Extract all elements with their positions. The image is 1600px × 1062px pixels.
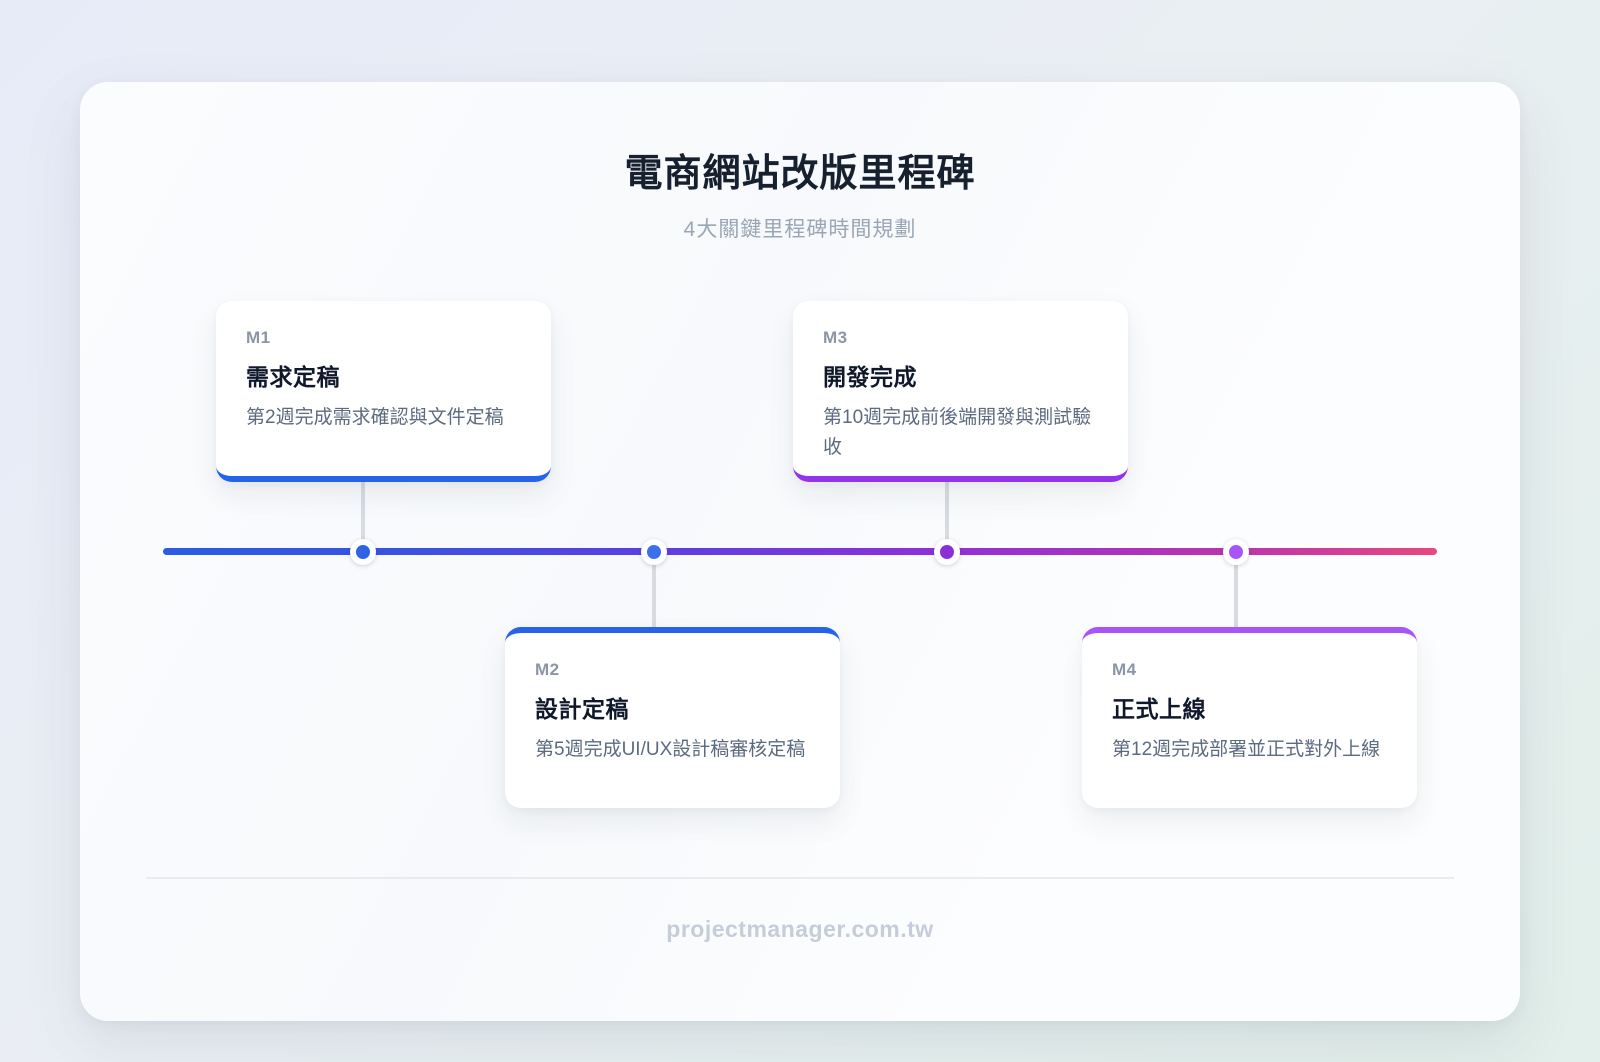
milestone-m1-description: 第2週完成需求確認與文件定稿 [246,407,504,428]
milestone-m3-description: 第10週完成前後端開發與測試驗收 [823,407,1092,459]
timeline-dot-m4-core [1229,545,1243,559]
timeline-dot-m2-core [647,545,661,559]
milestone-m4-title: 正式上線 [1112,696,1206,722]
footer-watermark: projectmanager.com.tw [666,916,934,942]
page-title: 電商網站改版里程碑 [624,153,976,195]
connector-m3 [945,478,949,554]
milestone-m2-title: 設計定稿 [535,696,629,722]
footer-divider [146,877,1454,879]
milestone-card-m3: M3 開發完成 第10週完成前後端開發與測試驗收 [793,301,1128,482]
timeline-dot-m2 [641,539,667,565]
milestone-m4-id: M4 [1112,660,1137,679]
page-subtitle: 4大關鍵里程碑時間規劃 [683,218,917,241]
milestone-m2-description: 第5週完成UI/UX設計稿審核定稿 [535,739,806,760]
timeline-dot-m3-core [940,545,954,559]
timeline-track [163,548,1437,555]
timeline-dot-m1-core [356,545,370,559]
connector-m1 [361,478,365,554]
milestone-m1-title: 需求定稿 [246,364,340,390]
milestone-m2-id: M2 [535,660,560,679]
milestone-m3-id: M3 [823,328,848,347]
connector-m4 [1234,552,1238,630]
milestone-card-m2: M2 設計定稿 第5週完成UI/UX設計稿審核定稿 [505,627,840,808]
timeline-dot-m4 [1223,539,1249,565]
timeline-dot-m1 [350,539,376,565]
main-panel: 電商網站改版里程碑 4大關鍵里程碑時間規劃 M1 需求定稿 第2週完成需求確認與… [80,82,1520,1021]
milestone-m3-title: 開發完成 [823,364,917,390]
milestone-m1-id: M1 [246,328,271,347]
milestone-m4-description: 第12週完成部署並正式對外上線 [1112,739,1381,760]
timeline-dot-m3 [934,539,960,565]
milestone-card-m4: M4 正式上線 第12週完成部署並正式對外上線 [1082,627,1417,808]
milestone-card-m1: M1 需求定稿 第2週完成需求確認與文件定稿 [216,301,551,482]
connector-m2 [652,552,656,630]
